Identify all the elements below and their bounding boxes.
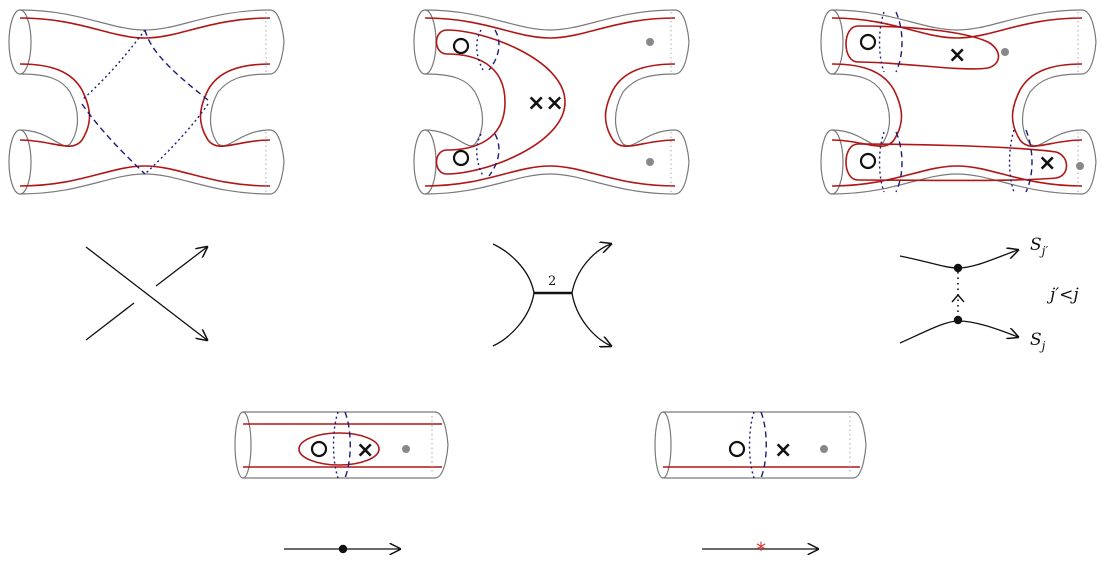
crossing-graph: [85, 246, 207, 341]
pants-curves: [19, 17, 271, 187]
puncture-circle-marker: [859, 33, 877, 51]
cylinder-cut-back: [748, 411, 755, 479]
cylinder-surface-1: ×: [234, 411, 449, 479]
cylinder-cut: [760, 411, 767, 479]
order-arrow: [951, 293, 965, 303]
incoming-edge-upper: [492, 243, 535, 294]
puncture-circle-marker: [452, 149, 470, 167]
grey-dot: [1076, 162, 1084, 170]
merge-graph: [492, 243, 611, 347]
cross-marker: ×: [948, 43, 966, 68]
enclosing-curve: [298, 432, 380, 466]
grey-dot: [646, 38, 654, 46]
pants-cuts: [476, 29, 500, 177]
cylinder-end: [234, 411, 252, 479]
edge-vertex: [338, 544, 348, 554]
ordered-graph: [899, 250, 1018, 344]
incoming-edge-lower: [492, 292, 535, 347]
pants-surface-2: ××: [413, 9, 690, 195]
grey-dot: [1001, 48, 1009, 56]
pants-cuts: [81, 29, 209, 175]
puncture-circle-marker: [310, 440, 328, 458]
dot-edge-graph: [284, 545, 400, 553]
pants-curves: [831, 17, 1083, 187]
grey-dot: [820, 445, 828, 453]
order-condition-label: j′<j: [1046, 285, 1079, 305]
bottom-strand: [899, 320, 1018, 344]
cylinder-surface-2: ×: [654, 411, 867, 479]
under-strand-lower: [85, 302, 135, 341]
grey-dot: [402, 445, 410, 453]
cylinder-cut-back: [332, 411, 339, 479]
double-cross-marker: ××: [527, 91, 564, 116]
bottom-strand-label: Sj: [1030, 330, 1046, 353]
outgoing-edge-lower: [571, 292, 611, 346]
top-vertex: [953, 263, 963, 273]
pants-outline: [413, 9, 690, 195]
puncture-circle-marker: [859, 152, 877, 170]
cross-marker: ×: [774, 438, 792, 463]
pants-cuts: [878, 11, 1033, 193]
cylinder-outline: [663, 411, 867, 479]
grey-dot: [646, 158, 654, 166]
pants-curves: [424, 17, 676, 187]
under-strand-upper: [155, 247, 207, 287]
outgoing-edge-upper: [571, 244, 611, 294]
pants-surface-1: [8, 9, 285, 195]
cylinder-end: [654, 411, 672, 479]
cross-marker: ×: [356, 438, 374, 463]
star-mark: *: [756, 538, 766, 561]
cross-marker: ×: [1038, 151, 1056, 176]
cylinder-outline: [243, 411, 449, 479]
edge-weight-label: 2: [548, 274, 556, 289]
over-strand: [85, 246, 207, 340]
cylinder-cut: [344, 411, 351, 479]
bottom-vertex: [953, 315, 963, 325]
puncture-circle-marker: [452, 37, 470, 55]
puncture-circle-marker: [728, 440, 746, 458]
pants-surface-3: × ×: [820, 9, 1097, 195]
top-strand-label: Sj′: [1030, 235, 1048, 258]
pants-outline: [820, 9, 1097, 195]
